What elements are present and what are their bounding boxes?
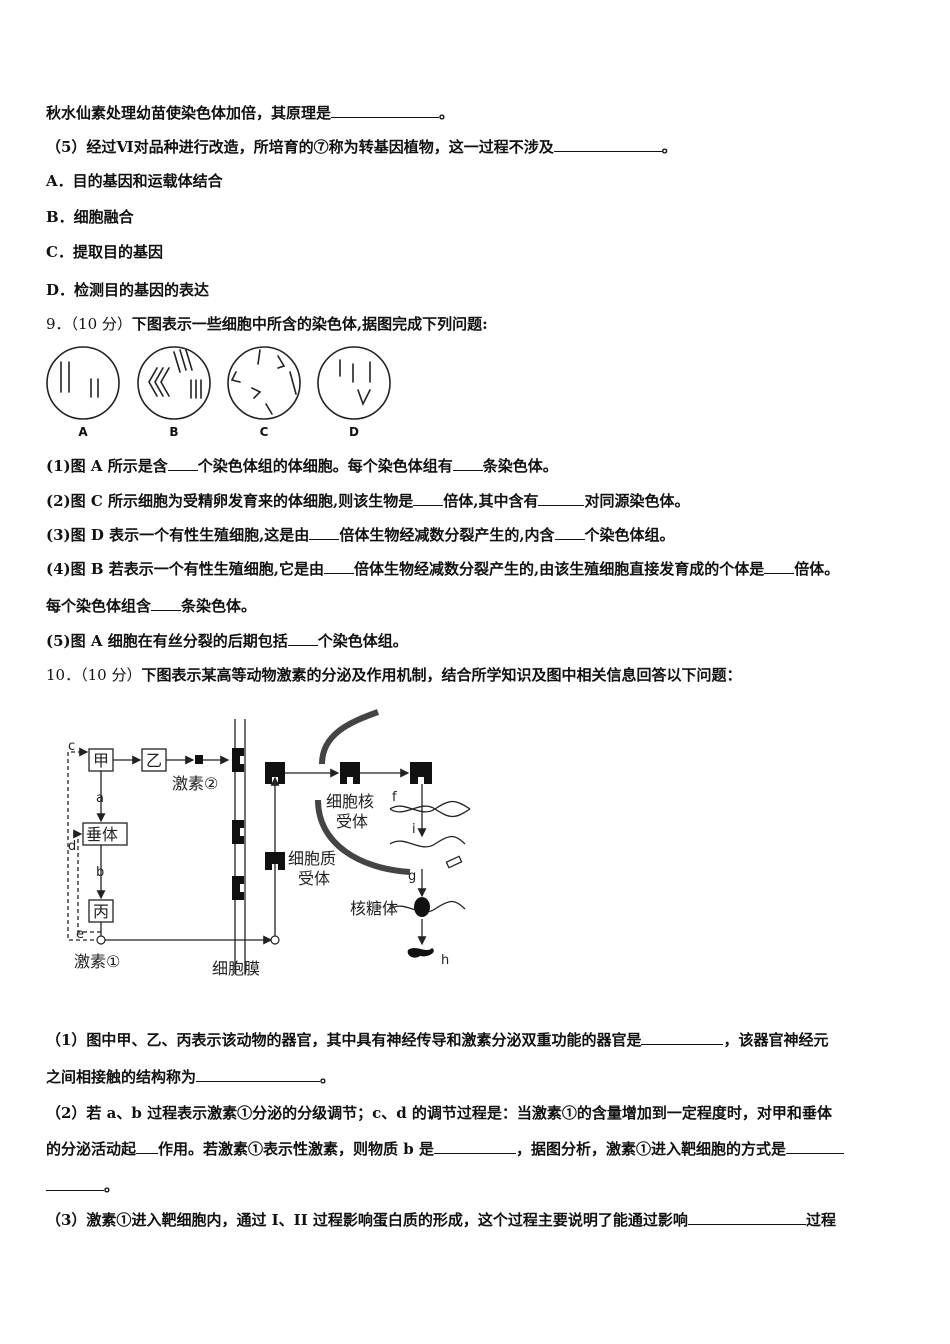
ribosome-label: 核糖体: [350, 899, 398, 918]
letter-f: f: [392, 790, 397, 805]
organ-chuiti-label: 垂体: [86, 825, 118, 844]
answer-blank[interactable]: [687, 1210, 806, 1225]
letter-h: h: [441, 953, 449, 968]
organ-bing-label: 丙: [93, 902, 109, 921]
answer-blank[interactable]: [785, 1139, 844, 1154]
answer-blank[interactable]: [452, 456, 483, 471]
q10-p1-line2: 之间相接触的结构称为。: [46, 1067, 336, 1086]
answer-blank[interactable]: [136, 1139, 159, 1154]
cell-label-b: B: [169, 425, 178, 439]
question-number: 9．: [46, 315, 71, 333]
q9-subq-2: (2)图 C 所示细胞为受精卵发育来的体细胞,则该生物是倍体,其中含有对同源染色…: [46, 491, 690, 510]
answer-blank[interactable]: [553, 137, 662, 152]
cell-b: [137, 346, 211, 420]
nuclear-receptor-label-1: 细胞核: [326, 792, 374, 811]
cytoplasmic-receptor: [265, 852, 285, 870]
letter-b: b: [96, 865, 104, 880]
cell-label-a: A: [78, 425, 88, 439]
answer-blank[interactable]: [764, 559, 795, 574]
answer-blank[interactable]: [433, 1139, 516, 1154]
option-a[interactable]: A．目的基因和运载体结合: [46, 172, 223, 190]
option-d[interactable]: D．检测目的基因的表达: [46, 281, 210, 299]
hormone2-label: 激素②: [172, 774, 218, 793]
chromosome-cells-figure: A B C D: [46, 346, 391, 439]
answer-blank[interactable]: [196, 1067, 321, 1082]
letter-g: g: [408, 869, 416, 884]
nuclear-receptor-label-2: 受体: [336, 812, 368, 831]
answer-blank[interactable]: [323, 559, 354, 574]
answer-blank[interactable]: [641, 1030, 724, 1045]
q10-p2-line2: 的分泌活动起作用。若激素①表示性激素，则物质 b 是，据图分析，激素①进入靶细胞…: [46, 1139, 910, 1159]
cell-c: [227, 346, 301, 420]
question-score: （10 分）: [70, 315, 132, 333]
hormone1-label: 激素①: [74, 952, 120, 971]
answer-blank[interactable]: [287, 631, 318, 646]
answer-blank[interactable]: [413, 491, 444, 506]
answer-blank[interactable]: [538, 491, 585, 506]
colchicine-text: 秋水仙素处理幼苗使染色体加倍，其原理是: [46, 104, 332, 122]
answer-blank[interactable]: [151, 596, 182, 611]
protein-shape: [407, 948, 434, 958]
q5-text: （5）经过Ⅵ对品种进行改造，所培育的⑦称为转基因植物，这一过程不涉及: [46, 138, 554, 156]
answer-blank[interactable]: [331, 103, 440, 118]
ribosome-shape: [414, 897, 430, 917]
q9-subq-5: (5)图 A 细胞在有丝分裂的后期包括个染色体组。: [46, 631, 408, 650]
answer-blank[interactable]: [554, 525, 585, 540]
q10-p2-line1: （2）若 a、b 过程表示激素①分泌的分级调节；c、d 的调节过程是：当激素①的…: [46, 1104, 832, 1122]
q9-subq-3: (3)图 D 表示一个有性生殖细胞,这是由倍体生物经减数分裂产生的,内含个染色体…: [46, 525, 675, 544]
q9-subq-1: (1)图 A 所示是含个染色体组的体细胞。每个染色体组有条染色体。: [46, 456, 558, 475]
cell-label-d: D: [349, 425, 359, 439]
hormone-receptor-complex: [265, 762, 285, 784]
q10-stem-line: 10．（10 分）下图表示某高等动物激素的分泌及作用机制，结合所学知识及图中相关…: [46, 665, 910, 685]
question-number: 10．: [46, 666, 81, 684]
organ-yi-label: 乙: [146, 751, 162, 770]
answer-blank[interactable]: [46, 1176, 104, 1191]
letter-e: e: [76, 927, 84, 942]
q9-subq-4: (4)图 B 若表示一个有性生殖细胞,它是由倍体生物经减数分裂产生的,由该生殖细…: [46, 559, 840, 578]
letter-c: c: [68, 739, 75, 754]
hormone2-molecule: [195, 755, 203, 764]
q10-p2-line3: 。: [46, 1176, 910, 1196]
hormone-mechanism-diagram: 甲 乙 垂体 丙 激素② 激素① 细胞膜 细胞质 受体 细胞核 受体 核糖体 c…: [67, 709, 471, 978]
colchicine-question-line: 秋水仙素处理幼苗使染色体加倍，其原理是。: [46, 103, 455, 122]
question-score: （10 分）: [80, 666, 142, 684]
cell-a: [46, 346, 120, 420]
cell-d: [317, 346, 391, 420]
letter-a: a: [96, 791, 104, 806]
organ-jia-label: 甲: [93, 751, 109, 770]
option-b[interactable]: B．细胞融合: [46, 208, 134, 226]
answer-blank[interactable]: [309, 525, 340, 540]
organ-chuiti-box: [82, 822, 128, 846]
option-c[interactable]: C．提取目的基因: [46, 243, 163, 261]
letter-i: i: [412, 822, 416, 837]
question-stem: 下图表示一些细胞中所含的染色体,据图完成下列问题:: [131, 315, 488, 333]
question-stem: 下图表示某高等动物激素的分泌及作用机制，结合所学知识及图中相关信息回答以下问题：: [141, 666, 742, 684]
answer-blank[interactable]: [167, 456, 198, 471]
q10-p3-line1: （3）激素①进入靶细胞内，通过 I、II 过程影响蛋白质的形成，这个过程主要说明…: [46, 1210, 836, 1229]
membrane-label: 细胞膜: [212, 959, 260, 978]
cyto-receptor-label-2: 受体: [298, 869, 330, 888]
q10-p1-line1: （1）图中甲、乙、丙表示该动物的器官，其中具有神经传导和激素分泌双重功能的器官是…: [46, 1030, 829, 1049]
membrane-receptor: [232, 748, 244, 772]
cell-label-c: C: [260, 425, 269, 439]
q5-line: （5）经过Ⅵ对品种进行改造，所培育的⑦称为转基因植物，这一过程不涉及。: [46, 137, 677, 156]
letter-d: d: [68, 839, 76, 854]
q9-subq-4-cont: 每个染色体组含条染色体。: [46, 596, 257, 615]
q9-stem-line: 9．（10 分）下图表示一些细胞中所含的染色体,据图完成下列问题:: [46, 314, 910, 334]
cyto-receptor-label-1: 细胞质: [288, 849, 336, 868]
